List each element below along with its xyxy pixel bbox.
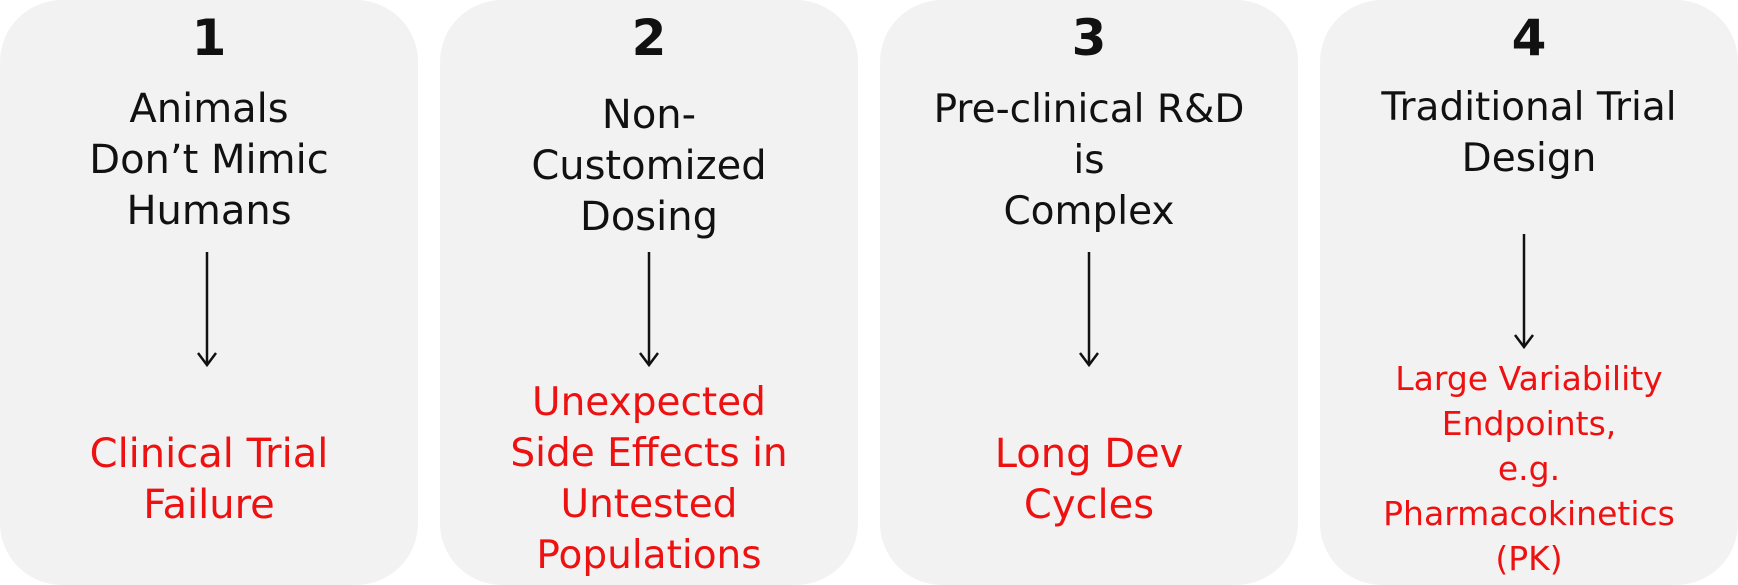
card-title: Pre-clinical R&D is Complex xyxy=(933,87,1245,234)
card-2: 2 Non- Customized Dosing Unexpected Side… xyxy=(440,0,858,585)
card-3: 3 Pre-clinical R&D is Complex Long Dev C… xyxy=(880,0,1298,585)
card-title: Non- Customized Dosing xyxy=(531,92,767,240)
down-arrow-icon xyxy=(639,252,659,368)
down-arrow-icon xyxy=(1079,252,1099,368)
card-number: 3 xyxy=(1071,9,1107,67)
card-number: 2 xyxy=(631,9,667,67)
card-result: Large Variability Endpoints, e.g. Pharma… xyxy=(1383,359,1675,578)
down-arrow-icon xyxy=(1514,234,1534,350)
card-title: Traditional Trial Design xyxy=(1381,85,1677,181)
card-4: 4 Traditional Trial Design Large Variabi… xyxy=(1320,0,1738,585)
down-arrow-icon xyxy=(197,252,217,368)
card-title: Animals Don’t Mimic Humans xyxy=(89,86,329,234)
card-number: 4 xyxy=(1511,9,1547,67)
card-result: Clinical Trial Failure xyxy=(89,431,329,528)
card-result: Unexpected Side Effects in Untested Popu… xyxy=(510,380,788,578)
card-number: 1 xyxy=(191,9,227,67)
card-1: 1 Animals Don’t Mimic Humans Clinical Tr… xyxy=(0,0,418,585)
card-result: Long Dev Cycles xyxy=(994,431,1184,528)
